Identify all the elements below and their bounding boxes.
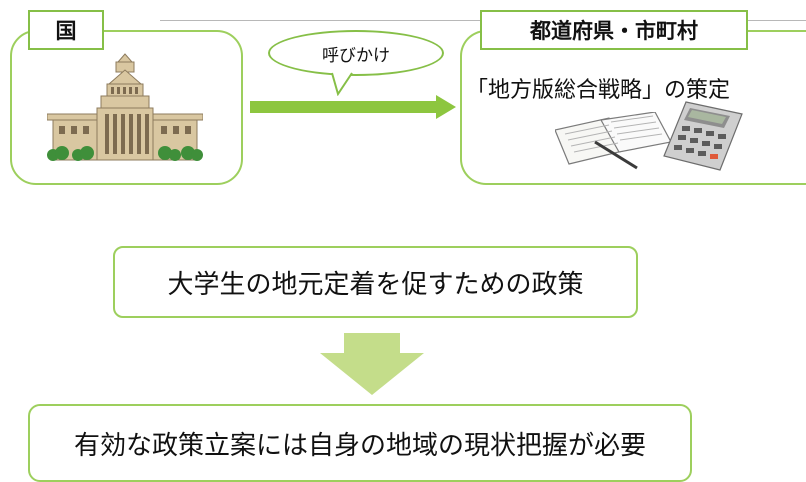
arrow-right-icon xyxy=(250,95,456,123)
policy-box: 大学生の地元定着を促すための政策 xyxy=(113,246,638,318)
calculator-icon xyxy=(660,100,744,176)
call-bubble: 呼びかけ xyxy=(268,30,444,76)
national-diet-building-icon xyxy=(46,52,204,168)
local-label: 都道府県・市町村 xyxy=(480,10,748,50)
arrow-down-icon xyxy=(320,333,424,399)
national-label: 国 xyxy=(28,10,104,50)
documents-pen-icon xyxy=(554,111,675,174)
bubble-tail xyxy=(330,72,360,100)
conclusion-box: 有効な政策立案には自身の地域の現状把握が必要 xyxy=(28,404,692,482)
strategy-text: 「地方版総合戦略」の策定 xyxy=(466,78,731,103)
local-panel xyxy=(460,30,806,185)
